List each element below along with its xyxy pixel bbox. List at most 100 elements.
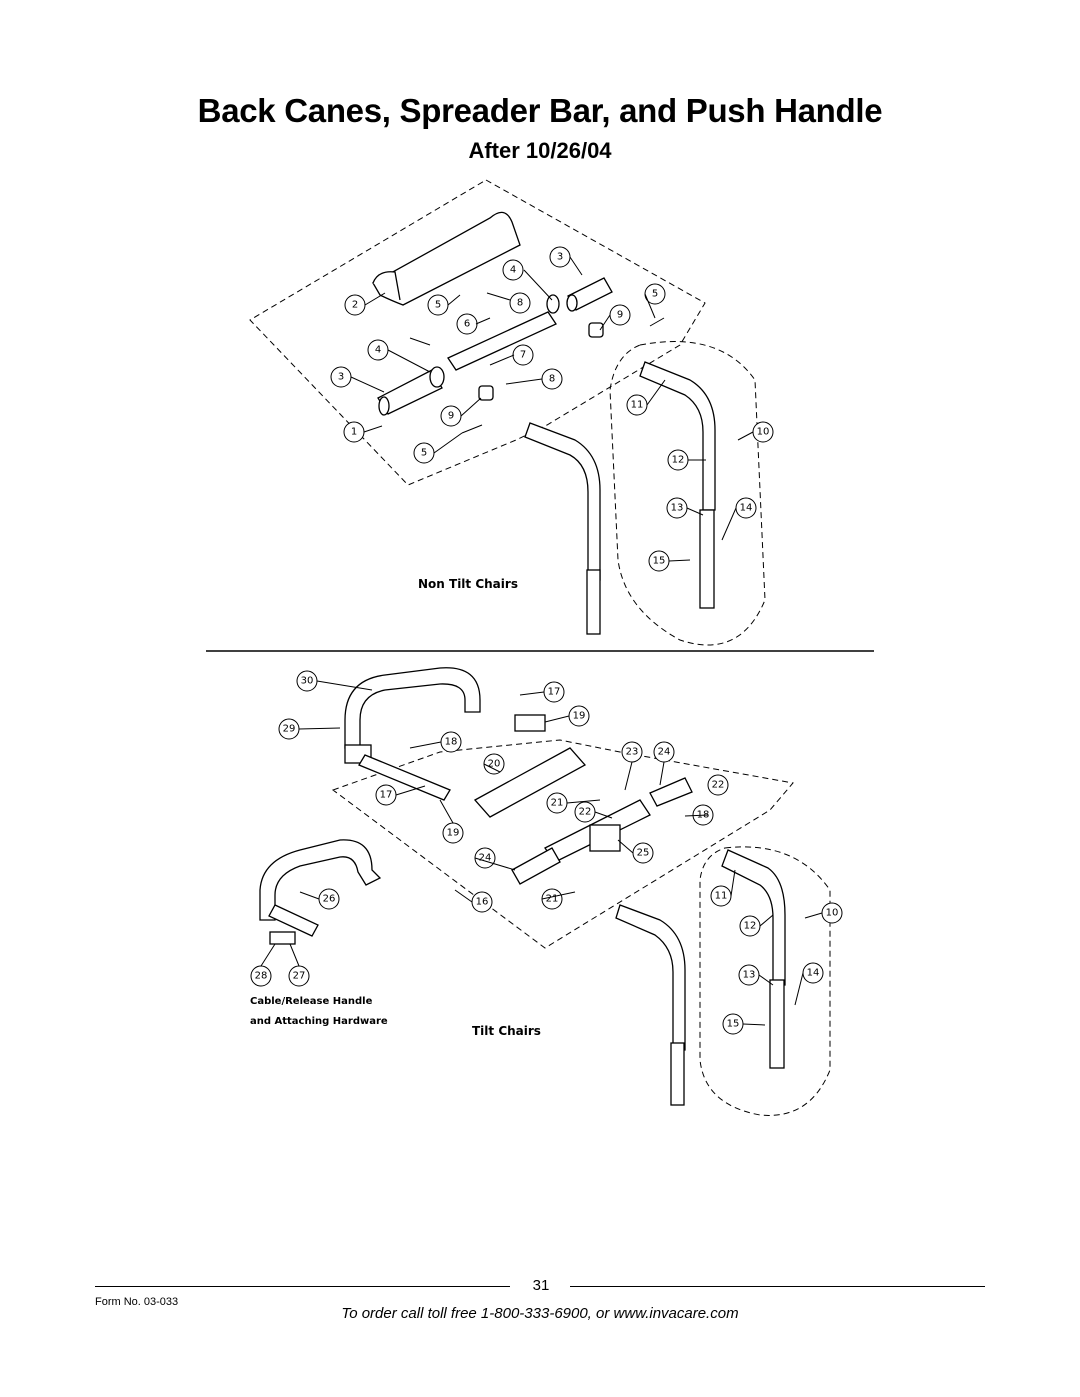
svg-text:5: 5	[421, 448, 427, 459]
svg-text:27: 27	[293, 971, 306, 982]
bolt-bottom	[461, 424, 483, 434]
svg-text:25: 25	[637, 848, 650, 859]
callout-t25: 25	[632, 842, 654, 864]
svg-text:8: 8	[549, 374, 555, 385]
cable-release	[269, 931, 296, 945]
callout-t21b: 21	[541, 888, 563, 910]
svg-text:24: 24	[479, 853, 492, 864]
callout-8: 8	[541, 368, 563, 390]
callout-6: 6	[456, 313, 478, 335]
svg-text:5: 5	[435, 300, 441, 311]
callout-7: 7	[512, 344, 534, 366]
callout-t17: 17	[543, 681, 565, 703]
svg-text:3: 3	[557, 252, 563, 263]
callout-t29: 29	[278, 718, 300, 740]
back-cane-right-upper	[639, 361, 716, 511]
svg-text:4: 4	[375, 345, 381, 356]
callout-t27: 27	[288, 965, 310, 987]
callout-t30: 30	[296, 670, 318, 692]
cable-caption-line2: and Attaching Hardware	[250, 1016, 388, 1027]
svg-text:5: 5	[652, 289, 658, 300]
callout-14: 14	[735, 497, 757, 519]
svg-text:19: 19	[447, 828, 460, 839]
callout-t18: 18	[440, 731, 462, 753]
callout-1: 1	[343, 421, 365, 443]
callout-4b: 4	[502, 259, 524, 281]
push-handle-upper	[344, 667, 481, 749]
svg-text:14: 14	[740, 503, 753, 514]
svg-text:6: 6	[464, 319, 470, 330]
non-tilt-leader-lines	[350, 256, 754, 562]
knob-left	[478, 385, 494, 401]
callout-12: 12	[667, 449, 689, 471]
svg-text:17: 17	[548, 687, 561, 698]
callout-5: 5	[427, 294, 449, 316]
callout-2: 2	[344, 294, 366, 316]
callout-t20: 20	[483, 753, 505, 775]
back-cane-left-lower	[586, 569, 601, 635]
callout-3: 3	[330, 366, 352, 388]
tilt-left-receiver	[511, 847, 561, 885]
callout-t19b: 19	[442, 822, 464, 844]
svg-text:21: 21	[551, 798, 564, 809]
callout-t13: 13	[738, 964, 760, 986]
bolt-right	[649, 317, 665, 327]
svg-text:28: 28	[255, 971, 268, 982]
tilt-label: Tilt Chairs	[472, 1024, 541, 1038]
svg-text:21: 21	[546, 894, 559, 905]
svg-text:24: 24	[658, 747, 671, 758]
form-number: Form No. 03-033	[95, 1296, 179, 1308]
svg-text:22: 22	[712, 780, 725, 791]
svg-text:30: 30	[301, 676, 314, 687]
footer-rule-left	[95, 1286, 510, 1287]
footer-rule-right	[570, 1286, 985, 1287]
svg-text:17: 17	[380, 790, 393, 801]
callout-t28: 28	[250, 965, 272, 987]
spreader-plate	[473, 747, 587, 818]
order-info: To order call toll free 1-800-333-6900, …	[341, 1305, 739, 1322]
back-cane-right-lower	[699, 509, 715, 609]
callout-t22b: 22	[574, 801, 596, 823]
callout-t21: 21	[546, 792, 568, 814]
callout-9b: 9	[609, 304, 631, 326]
right-bushing	[546, 294, 560, 314]
svg-text:8: 8	[517, 298, 523, 309]
back-cane-enclosure	[609, 341, 766, 646]
svg-text:23: 23	[626, 747, 639, 758]
push-handle-clamp	[514, 714, 546, 732]
spreader-cover-end	[372, 271, 401, 301]
callout-t12: 12	[739, 915, 761, 937]
page-title: Back Canes, Spreader Bar, and Push Handl…	[197, 92, 883, 129]
svg-text:16: 16	[476, 897, 489, 908]
svg-text:9: 9	[448, 411, 454, 422]
tilt-right-receiver	[649, 777, 693, 807]
callout-t17b: 17	[375, 784, 397, 806]
push-handle-tube	[358, 754, 451, 801]
back-cane-left-upper	[524, 422, 601, 581]
callout-t24: 24	[653, 741, 675, 763]
callout-15: 15	[648, 550, 670, 572]
non-tilt-label: Non Tilt Chairs	[418, 577, 518, 591]
page-subtitle: After 10/26/04	[468, 138, 612, 163]
bolt-top	[486, 292, 511, 301]
tilt-back-cane-left-upper	[615, 904, 686, 1051]
left-bushing	[429, 366, 445, 388]
cable-handle-tube	[268, 904, 319, 937]
svg-text:9: 9	[617, 310, 623, 321]
callout-t10: 10	[821, 902, 843, 924]
tilt-bracket	[589, 824, 621, 852]
svg-text:18: 18	[445, 737, 458, 748]
tilt-spreader-enclosure	[331, 739, 794, 949]
callout-t19: 19	[568, 705, 590, 727]
svg-text:20: 20	[488, 759, 501, 770]
spreader-tube	[447, 311, 557, 371]
tilt-cane-enclosure	[699, 846, 831, 1116]
cable-handle-upper	[259, 839, 382, 921]
callout-5c: 5	[413, 442, 435, 464]
callout-t15: 15	[722, 1013, 744, 1035]
svg-text:26: 26	[323, 894, 336, 905]
svg-text:12: 12	[672, 455, 685, 466]
svg-text:22: 22	[579, 807, 592, 818]
page-number: 31	[532, 1277, 550, 1294]
